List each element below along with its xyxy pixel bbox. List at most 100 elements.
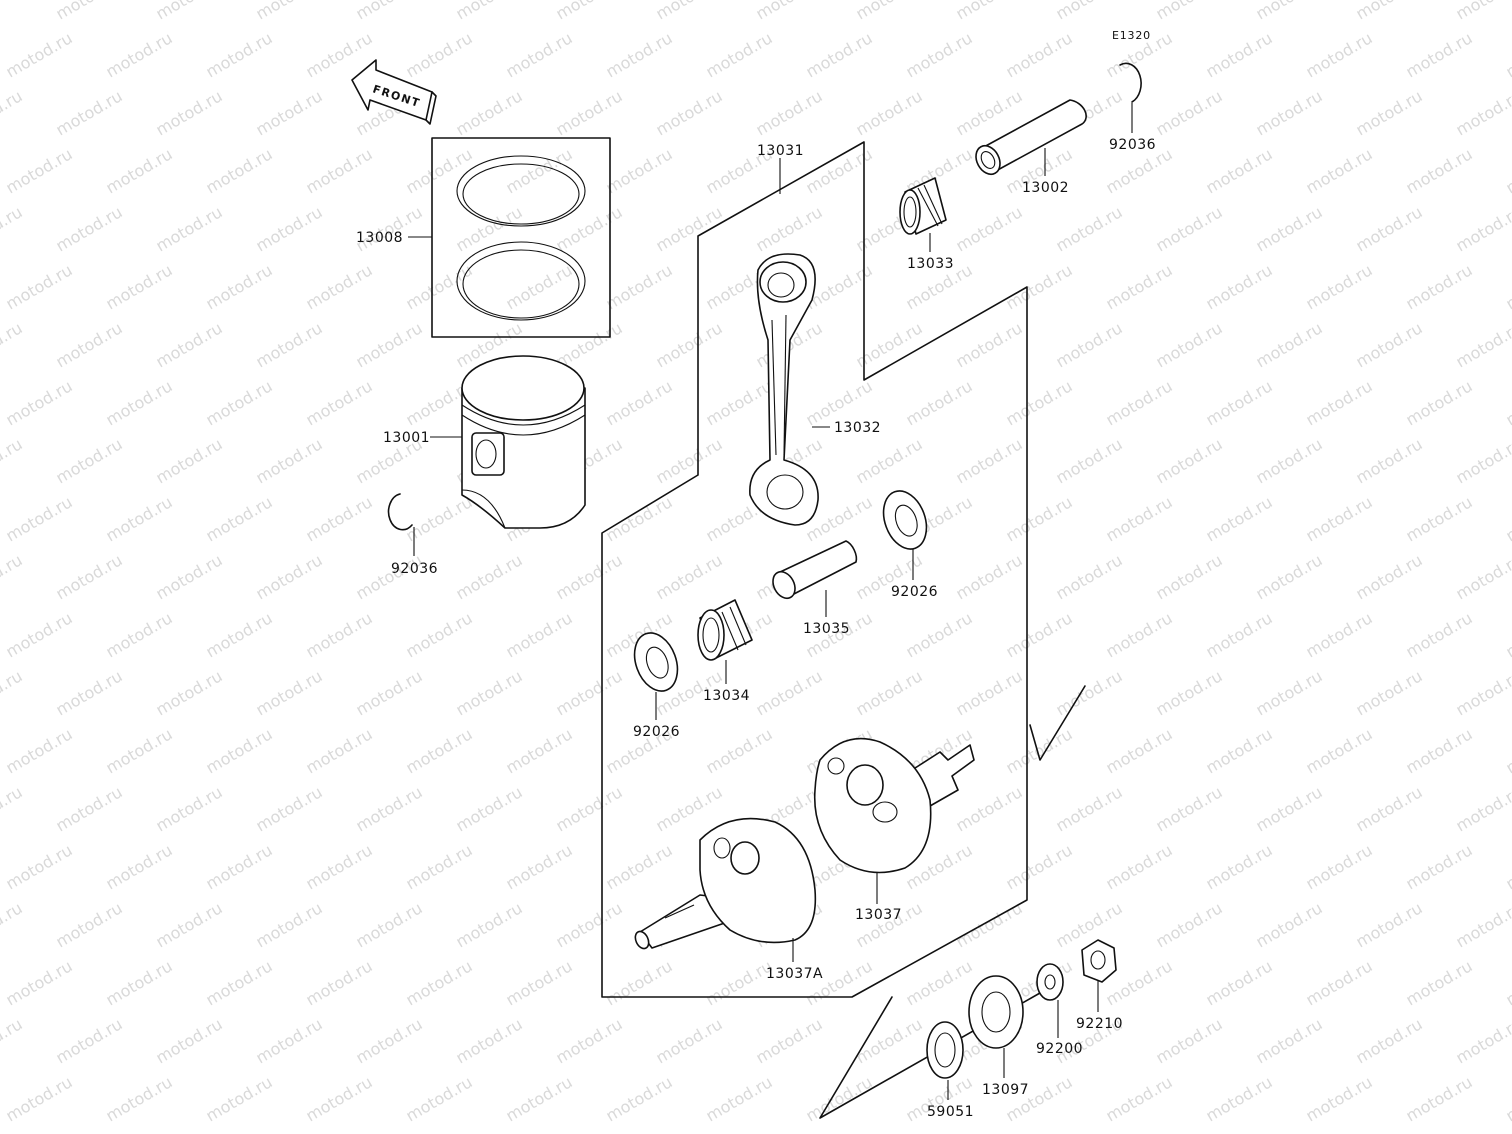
watermark-text: motod.ru — [1253, 434, 1326, 487]
watermark-text: motod.ru — [1403, 840, 1476, 893]
watermark-text: motod.ru — [153, 0, 226, 23]
watermark-text: motod.ru — [1153, 0, 1226, 23]
watermark-text: motod.ru — [253, 898, 326, 951]
watermark-text: motod.ru — [1303, 956, 1376, 1009]
watermark-text: motod.ru — [103, 376, 176, 429]
watermark-text: motod.ru — [1203, 956, 1276, 1009]
watermark-text: motod.ru — [1203, 608, 1276, 661]
watermark-text: motod.ru — [753, 0, 826, 23]
watermark-text: motod.ru — [1103, 492, 1176, 545]
connecting-rod — [749, 253, 819, 526]
watermark-text: motod.ru — [1453, 202, 1512, 255]
part-number-92036-left: 92036 — [391, 561, 438, 577]
watermark-text: motod.ru — [53, 86, 126, 139]
watermark-text: motod.ru — [1153, 1014, 1226, 1067]
watermark-text: motod.ru — [253, 434, 326, 487]
watermark-text: motod.ru — [1303, 724, 1376, 777]
watermark-text: motod.ru — [3, 956, 76, 1009]
watermark-text: motod.ru — [1453, 550, 1512, 603]
watermark-text: motod.ru — [303, 840, 376, 893]
part-number-13097: 13097 — [982, 1082, 1029, 1098]
watermark-text: motod.ru — [1103, 840, 1176, 893]
watermark-text: motod.ru — [1353, 898, 1426, 951]
watermark-text: motod.ru — [1203, 144, 1276, 197]
watermark-text: motod.ru — [903, 956, 976, 1009]
watermark-text: motod.ru — [103, 608, 176, 661]
watermark-text: motod.ru — [303, 956, 376, 1009]
watermark-text: motod.ru — [753, 666, 826, 719]
crank-pin — [772, 540, 858, 600]
watermark-text: motod.ru — [1403, 260, 1476, 313]
watermark-text: motod.ru — [103, 724, 176, 777]
watermark-text: motod.ru — [0, 550, 26, 603]
watermark-text: motod.ru — [103, 28, 176, 81]
watermark-text: motod.ru — [853, 666, 926, 719]
watermark-text: motod.ru — [703, 1072, 776, 1125]
watermark-text: motod.ru — [1103, 376, 1176, 429]
part-number-92200: 92200 — [1036, 1041, 1083, 1057]
watermark-text: motod.ru — [403, 260, 476, 313]
watermark-text: motod.ru — [1453, 86, 1512, 139]
part-number-13001: 13001 — [383, 430, 430, 446]
watermark-text: motod.ru — [53, 550, 126, 603]
big-end-bearing — [697, 599, 753, 661]
watermark-text: motod.ru — [3, 376, 76, 429]
watermark-text: motod.ru — [1003, 840, 1076, 893]
watermark-text: motod.ru — [1203, 28, 1276, 81]
watermark-text: motod.ru — [653, 1014, 726, 1067]
watermark-text: motod.ru — [503, 1072, 576, 1125]
watermark-text: motod.ru — [1253, 86, 1326, 139]
watermark-text: motod.ru — [1203, 376, 1276, 429]
watermark-text: motod.ru — [653, 202, 726, 255]
diagram-code: E1320 — [1112, 29, 1151, 42]
watermark-text: motod.ru — [1153, 898, 1226, 951]
watermark-text: motod.ru — [1353, 0, 1426, 23]
watermark-text: motod.ru — [0, 0, 26, 23]
watermark-text: motod.ru — [403, 724, 476, 777]
watermark-text: motod.ru — [103, 956, 176, 1009]
watermark-text: motod.ru — [953, 0, 1026, 23]
nut — [1081, 939, 1117, 983]
watermark-text: motod.ru — [0, 666, 26, 719]
watermark-text: motod.ru — [1503, 260, 1512, 313]
watermark-text: motod.ru — [203, 724, 276, 777]
watermark-text: motod.ru — [103, 144, 176, 197]
watermark-text: motod.ru — [1253, 318, 1326, 371]
watermark-text: motod.ru — [1303, 144, 1376, 197]
watermark-text: motod.ru — [1303, 376, 1376, 429]
watermark-text: motod.ru — [1003, 608, 1076, 661]
watermark-text: motod.ru — [1303, 840, 1376, 893]
thrust-washer-lower — [633, 632, 679, 692]
washer — [1036, 963, 1064, 1001]
watermark-text: motod.ru — [953, 318, 1026, 371]
watermark-text: motod.ru — [153, 1014, 226, 1067]
watermark-text: motod.ru — [1053, 318, 1126, 371]
watermark-text: motod.ru — [1253, 0, 1326, 23]
watermark-text: motod.ru — [253, 318, 326, 371]
watermark-text: motod.ru — [503, 144, 576, 197]
watermark-text: motod.ru — [753, 202, 826, 255]
watermark-text: motod.ru — [1453, 666, 1512, 719]
watermark-text: motod.ru — [453, 782, 526, 835]
watermark-text: motod.ru — [53, 666, 126, 719]
watermark-text: motod.ru — [503, 260, 576, 313]
watermark-text: motod.ru — [303, 492, 376, 545]
watermark-text: motod.ru — [1453, 898, 1512, 951]
watermark-text: motod.ru — [1403, 724, 1476, 777]
watermark-text: motod.ru — [603, 1072, 676, 1125]
watermark-text: motod.ru — [0, 434, 26, 487]
shaft-break-bracket — [1029, 685, 1086, 761]
watermark-text: motod.ru — [703, 28, 776, 81]
watermark-text: motod.ru — [503, 956, 576, 1009]
watermark-text: motod.ru — [1303, 1072, 1376, 1125]
watermark-text: motod.ru — [1453, 318, 1512, 371]
watermark-text: motod.ru — [1053, 666, 1126, 719]
watermark-text: motod.ru — [3, 28, 76, 81]
watermark-text: motod.ru — [0, 1014, 26, 1067]
small-end-bearing — [899, 177, 947, 235]
watermark-text: motod.ru — [653, 318, 726, 371]
part-number-13034: 13034 — [703, 688, 750, 704]
watermark-text: motod.ru — [1403, 376, 1476, 429]
